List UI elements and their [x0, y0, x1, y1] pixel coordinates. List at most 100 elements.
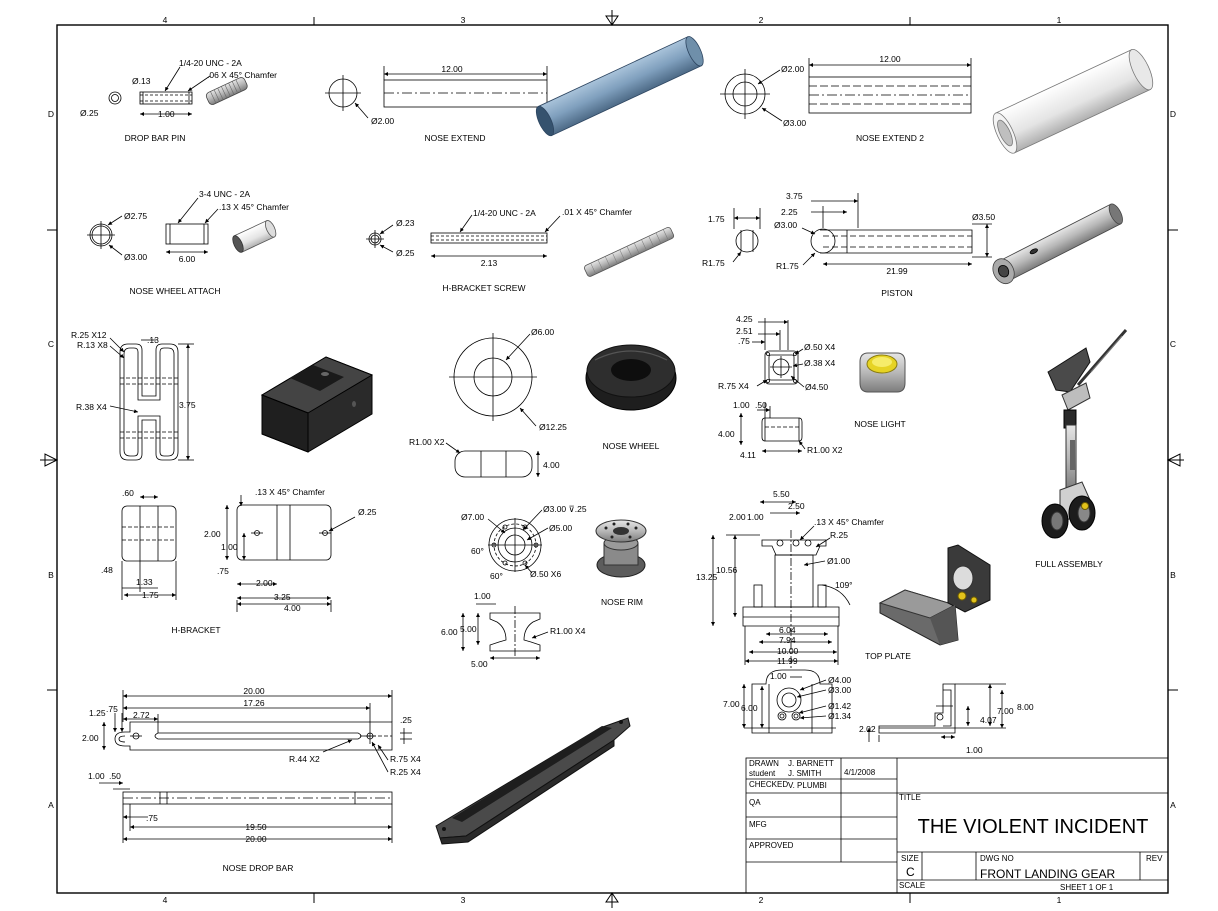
top-plate-right-dim-202: 2.02: [859, 724, 876, 734]
top-plate-side-dim-dia-400: Ø4.00: [828, 675, 851, 685]
title-block-checked-label: CHECKED: [749, 780, 788, 789]
nose-drop-bar-dim-r44: R.44 X2: [289, 754, 320, 764]
top-plate-dim-angle: 109°: [835, 580, 853, 590]
piston-dim-length: 21.99: [886, 266, 908, 276]
nose-drop-bar-dim-200: 2.00: [82, 733, 99, 743]
view-nose-wheel: [445, 333, 540, 478]
top-plate-right-dim-407: 4.07: [980, 715, 997, 725]
h-bracket-screw-dim-length: 2.13: [481, 258, 498, 268]
drop-bar-pin-label: DROP BAR PIN: [125, 133, 186, 143]
h-bracket-screw-dim-dia-23: Ø.23: [396, 218, 415, 228]
nose-wheel-attach-dim-length: 6.00: [179, 254, 196, 264]
nose-extend-dim-length: 12.00: [441, 64, 463, 74]
row-label-b-right: B: [1170, 570, 1176, 580]
nose-wheel-dim-width: 4.00: [543, 460, 560, 470]
row-label-a-left: A: [48, 800, 54, 810]
top-plate-right-dim-800: 8.00: [1017, 702, 1034, 712]
nose-rim-dim-600: 6.00: [441, 627, 458, 637]
top-plate-dim-radius: R.25: [830, 530, 848, 540]
nose-wheel-dim-inner-dia: Ø6.00: [531, 327, 554, 337]
nose-extend-dim-dia: Ø2.00: [371, 116, 394, 126]
top-plate-side-dim-dia-142: Ø1.42: [828, 701, 851, 711]
column-label-3-bottom: 3: [461, 895, 466, 905]
top-plate-dim-100-top: 1.00: [747, 512, 764, 522]
nose-rim-dim-500-width: 5.00: [471, 659, 488, 669]
nose-wheel-attach-chamfer-note: .13 X 45° Chamfer: [219, 202, 289, 212]
nose-wheel-attach-dim-dia-275: Ø2.75: [124, 211, 147, 221]
drop-bar-pin-dim-dia-25: Ø.25: [80, 108, 99, 118]
nose-drop-bar-3d-view: [435, 717, 631, 845]
h-bracket-top-dim-r38: R.38 X4: [76, 402, 107, 412]
piston-label: PISTON: [881, 288, 913, 298]
piston-dim-dia-300: Ø3.00: [774, 220, 797, 230]
top-plate-dim-604: 6.04: [779, 625, 796, 635]
piston-dim-225: 2.25: [781, 207, 798, 217]
nose-light-dim-400: 4.00: [718, 429, 735, 439]
title-block-dwg-no-label: DWG NO: [980, 854, 1014, 863]
nose-light-dim-411: 4.11: [740, 450, 756, 460]
title-block-drawing-title: THE VIOLENT INCIDENT: [918, 816, 1149, 838]
nose-light-dim-251: 2.51: [736, 326, 753, 336]
view-nose-extend: [325, 36, 704, 137]
nose-extend-label: NOSE EXTEND: [425, 133, 486, 143]
nose-light-dim-050: .50: [755, 400, 767, 410]
title-block-mfg-label: MFG: [749, 820, 767, 829]
top-plate-side-dim-700: 7.00: [723, 699, 740, 709]
view-h-bracket: [121, 495, 356, 612]
full-assembly-3d-view: [1041, 329, 1128, 539]
row-label-b-left: B: [48, 570, 54, 580]
title-block-drawn-by: J. BARNETT: [788, 759, 834, 768]
title-block-title-label: TITLE: [899, 793, 921, 802]
title-block-approved-label: APPROVED: [749, 841, 794, 850]
nose-wheel-dim-outer-dia: Ø12.25: [539, 422, 567, 432]
title-block-date: 4/1/2008: [844, 768, 876, 777]
piston-dim-radius-175: R1.75: [776, 261, 799, 271]
view-nose-light: [739, 318, 806, 453]
top-plate-side-dim-dia-134: Ø1.34: [828, 711, 851, 721]
h-bracket-dim-400: 4.00: [284, 603, 301, 613]
nose-wheel-3d-view: [585, 344, 677, 411]
view-drop-bar-pin: [108, 66, 248, 116]
nose-light-3d-view: [859, 352, 906, 393]
nose-light-dim-dia-38: Ø.38 X4: [804, 358, 835, 368]
top-plate-chamfer-note: .13 X 45° Chamfer: [814, 517, 884, 527]
row-label-c-right: C: [1170, 339, 1176, 349]
nose-rim-dim-angle-1: 60°: [471, 546, 484, 556]
nose-drop-bar-dim-r75: R.75 X4: [390, 754, 421, 764]
h-bracket-chamfer-note: .13 X 45° Chamfer: [255, 487, 325, 497]
nose-drop-bar-dim-125: 1.25: [89, 708, 106, 718]
piston-end-dim-radius: R1.75: [702, 258, 725, 268]
h-bracket-screw-label: H-BRACKET SCREW: [443, 283, 526, 293]
nose-wheel-dim-radius: R1.00 X2: [409, 437, 445, 447]
top-plate-side-dim-100: 1.00: [770, 671, 787, 681]
row-label-d-left: D: [48, 109, 54, 119]
top-plate-dim-dia-100: Ø1.00: [827, 556, 850, 566]
h-bracket-screw-thread-note: 1/4-20 UNC - 2A: [473, 208, 536, 218]
title-block-size-label: SIZE: [901, 854, 919, 863]
view-nose-drop-bar: [99, 690, 412, 843]
column-label-2-bottom: 2: [759, 895, 764, 905]
column-label-1-bottom: 1: [1057, 895, 1062, 905]
nose-drop-bar-dim-100: 1.00: [88, 771, 105, 781]
nose-light-dim-075: .75: [738, 336, 750, 346]
view-top-plate: [711, 500, 1006, 742]
nose-drop-bar-dim-272: 2.72: [133, 710, 150, 720]
column-label-4-top: 4: [163, 15, 168, 25]
nose-drop-bar-dim-075-top: .75: [106, 704, 118, 714]
nose-rim-dim-dia-300: Ø3.00 ⊽.25: [543, 504, 587, 514]
nose-rim-dim-dia-500: Ø5.00: [549, 523, 572, 533]
nose-rim-dim-radius: R1.00 X4: [550, 626, 586, 636]
nose-drop-bar-dim-075-bottom: .75: [146, 813, 158, 823]
top-plate-dim-200: 2.00: [729, 512, 746, 522]
view-nose-wheel-attach: [87, 197, 277, 256]
top-plate-dim-1056: 10.56: [716, 565, 738, 575]
nose-drop-bar-dim-1950: 19.50: [245, 822, 267, 832]
column-label-3-top: 3: [461, 15, 466, 25]
title-block-rev-label: REV: [1146, 854, 1163, 863]
nose-rim-label: NOSE RIM: [601, 597, 643, 607]
sheet-border: 4 3 2 1 4 3 2 1 D C B A D C B A: [40, 10, 1184, 908]
piston-end-dim-width: 1.75: [708, 214, 725, 224]
title-block-qa-label: QA: [749, 798, 761, 807]
nose-light-dim-100: 1.00: [733, 400, 750, 410]
